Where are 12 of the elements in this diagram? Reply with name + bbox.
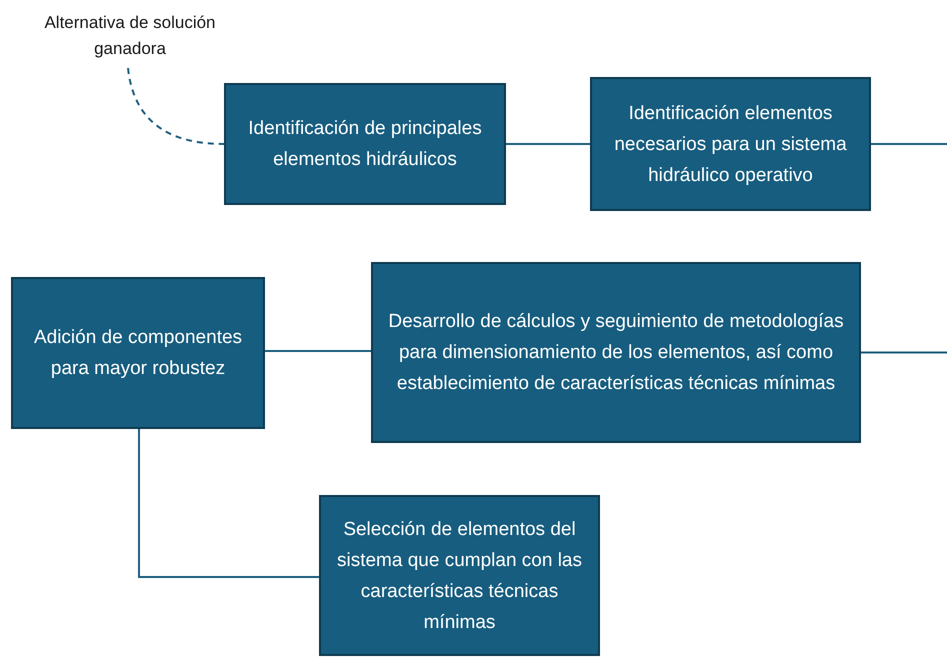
connector-line <box>861 352 947 354</box>
process-box: Identificación de principales elementos hidráulicos <box>224 83 506 205</box>
connector-line <box>506 143 590 145</box>
note-text: Alternativa de solución ganadora <box>30 8 230 64</box>
connector-line <box>265 350 371 352</box>
process-box: Selección de elementos del sistema que cumplan con las características técnicas mínimas <box>319 495 600 656</box>
connector-line <box>871 143 947 145</box>
dashed-connector <box>127 68 224 145</box>
connector-line <box>138 429 319 578</box>
process-box: Desarrollo de cálculos y seguimiento de metodologías para dimensionamiento de los elementos, así como establecimiento de características técnicas mínimas <box>371 262 861 443</box>
process-box: Identificación elementos necesarios para un sistema hidráulico operativo <box>590 77 871 211</box>
process-box: Adición de componentes para mayor robustez <box>11 277 265 429</box>
